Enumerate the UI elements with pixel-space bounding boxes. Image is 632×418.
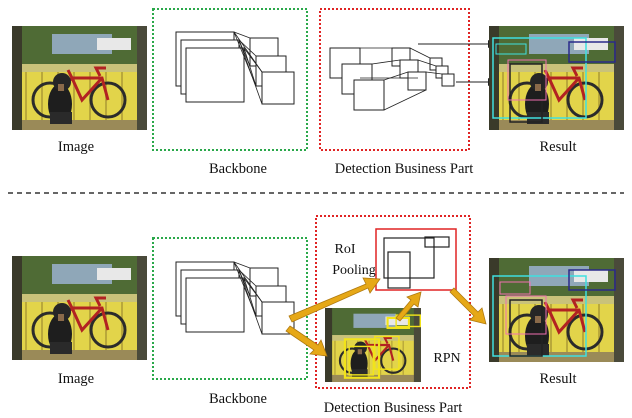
- top-backbone-label: Backbone: [209, 161, 267, 177]
- arrow-rpn-to-roi-icon: [395, 291, 422, 322]
- arrow-backbone-to-roi-icon: [288, 277, 381, 323]
- bottom-result-label: Result: [539, 371, 576, 387]
- top-result-photo: [487, 24, 626, 132]
- arrow-backbone-to-rpn-icon: [285, 325, 328, 357]
- top-input-label: Image: [58, 139, 94, 155]
- bottom-result-photo: [487, 256, 626, 364]
- arrow-roi-to-result-icon: [449, 287, 487, 325]
- top-detection-feature-maps-icon: [329, 40, 496, 111]
- rpn-photo: [325, 308, 421, 382]
- roi-label-line2: Pooling: [332, 263, 376, 278]
- bottom-detection-label: Detection Business Part: [324, 400, 463, 416]
- top-input-photo: [10, 24, 149, 132]
- roi-label-line1: RoI: [335, 242, 356, 257]
- bottom-backbone-feature-maps-icon: [175, 261, 295, 335]
- rpn-label: RPN: [433, 351, 460, 366]
- bottom-backbone-label: Backbone: [209, 391, 267, 407]
- bottom-detection-box: [315, 215, 471, 389]
- top-result-label: Result: [539, 139, 576, 155]
- top-detection-box: [319, 8, 470, 151]
- top-backbone-feature-maps-icon: [175, 31, 295, 105]
- bottom-input-label: Image: [58, 371, 94, 387]
- roi-pooling-icon: [375, 228, 457, 291]
- bottom-input-photo: [10, 254, 149, 362]
- top-detection-label: Detection Business Part: [335, 161, 474, 177]
- top-backbone-box: [152, 8, 308, 151]
